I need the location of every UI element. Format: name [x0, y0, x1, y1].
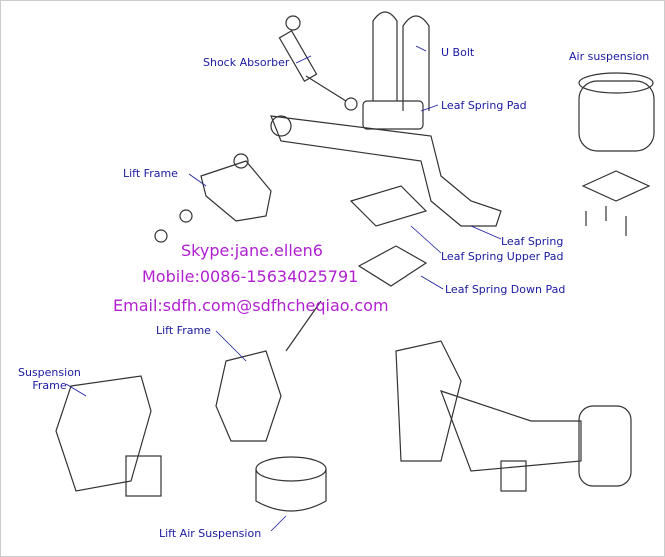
leaf-spring-drawing [270, 115, 502, 227]
suspension-frame-drawing [55, 375, 152, 492]
label-lift-frame-mid: Lift Frame [156, 324, 211, 337]
contact-mobile: Mobile:0086-15634025791 [142, 267, 359, 286]
u-bolt-drawing [372, 11, 430, 111]
leaf-spring-down-pad-drawing [357, 245, 428, 287]
leaf-spring-upper-pad-drawing [349, 185, 428, 227]
label-suspension-frame: Suspension Frame [18, 366, 81, 392]
label-leaf-spring-upper-pad: Leaf Spring Upper Pad [441, 250, 564, 263]
lift-frame-drawing [154, 153, 272, 243]
contact-email: Email:sdfh.com@sdfhcheqiao.com [113, 296, 389, 315]
label-u-bolt: U Bolt [441, 46, 475, 59]
air-suspension-drawing [578, 72, 655, 236]
label-lift-frame-top: Lift Frame [123, 167, 178, 180]
label-shock-absorber: Shock Absorber [203, 56, 290, 69]
contact-skype: Skype:jane.ellen6 [181, 241, 323, 260]
lift-air-suspension-drawing [255, 456, 327, 512]
label-leaf-spring: Leaf Spring [501, 235, 564, 248]
leaf-spring-pad-drawing [362, 100, 424, 130]
lift-frame-mid-drawing [215, 350, 282, 442]
label-lift-air-suspension: Lift Air Suspension [159, 527, 262, 540]
assembly-drawing [395, 340, 632, 492]
label-leaf-spring-pad: Leaf Spring Pad [441, 99, 527, 112]
label-leaf-spring-down-pad: Leaf Spring Down Pad [445, 283, 566, 296]
label-air-suspension: Air suspension [569, 50, 650, 63]
shock-absorber-drawing [278, 15, 358, 111]
